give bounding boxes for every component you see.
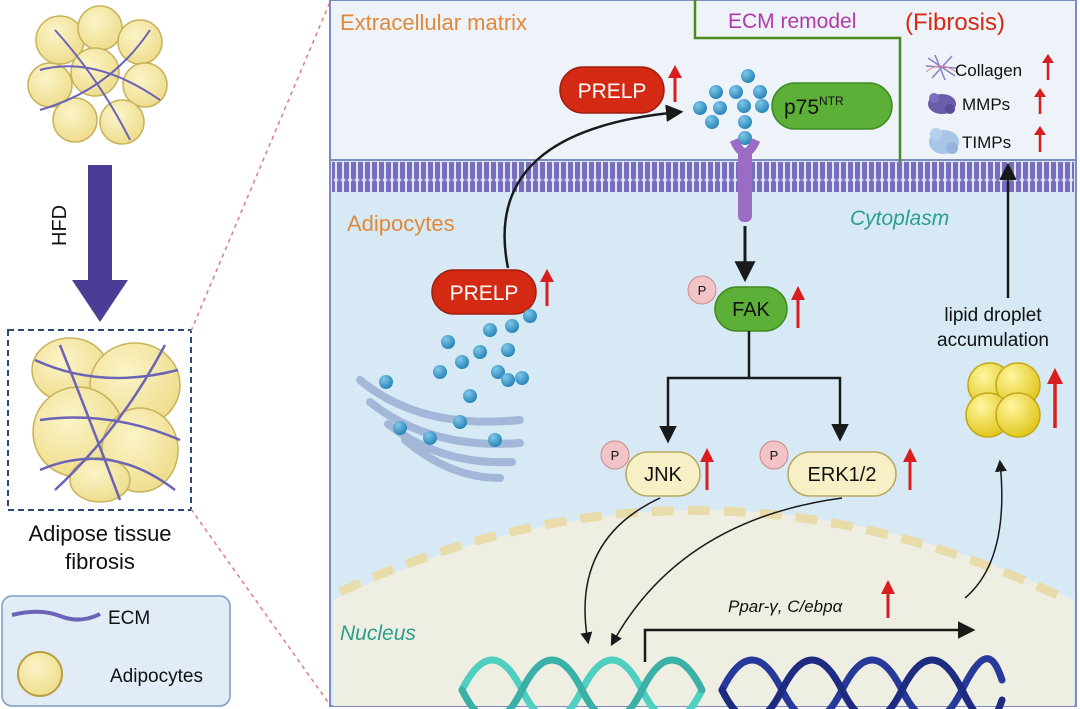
- p75ntr-label: p75NTR: [784, 94, 844, 119]
- fibrosis-label: (Fibrosis): [905, 9, 1005, 36]
- zoom-line-top: [190, 1, 331, 332]
- ecm-remodel-label: ECM remodel: [728, 10, 856, 33]
- timps-icon: [929, 128, 959, 154]
- erk-phospho-badge: [759, 440, 789, 470]
- nucleus-region: [333, 510, 1074, 706]
- secretion-arrow: [503, 104, 684, 269]
- hfd-arrow: [72, 165, 128, 322]
- fibrosis-title-line2: fibrosis: [65, 549, 135, 574]
- fibrosis-marker-list: Collagen MMPs TIMPs: [925, 54, 1054, 154]
- plasma-membrane: [332, 162, 1074, 192]
- nucleus-label: Nucleus: [340, 622, 416, 645]
- timps-label: TIMPs: [962, 133, 1011, 152]
- target-genes-label: Ppar-γ, C/ebpα: [728, 597, 844, 616]
- fibrotic-adipose-tissue-illustration: [31, 337, 181, 503]
- lipid-droplets-icon: [965, 362, 1041, 438]
- collagen-label: Collagen: [955, 61, 1022, 80]
- ecm-remodel-box: [693, 0, 902, 162]
- fibrotic-tissue-box: [7, 329, 192, 511]
- lipid-up-arrow-icon: [1047, 368, 1063, 428]
- jnk-phospho-badge: [600, 440, 630, 470]
- legend: ECM Adipocytes: [1, 595, 231, 707]
- healthy-adipose-tissue-illustration: [27, 5, 168, 145]
- fak-phospho-label: P: [698, 283, 707, 298]
- transcription-to-lipid-arrow: [964, 459, 1007, 599]
- mmps-icon: [928, 93, 956, 114]
- prelp-ligand-dots: [693, 69, 769, 145]
- fak-node: [714, 286, 788, 332]
- dna-helix-icon: [458, 655, 1006, 709]
- p75ntr-main-label: p75: [784, 96, 819, 119]
- timps-up-arrow-icon: [1034, 126, 1046, 152]
- erk-to-dna-arrow: [610, 497, 843, 647]
- intracellular-prelp-dots: [379, 309, 537, 447]
- prelp-secreted-node: [559, 66, 665, 114]
- jnk-label: JNK: [644, 464, 682, 486]
- jnk-phospho-label: P: [611, 448, 620, 463]
- legend-label-ecm: ECM: [108, 608, 150, 629]
- prelp-secreted-label: PRELP: [578, 80, 647, 103]
- prelp-intracellular-up-arrow-icon: [540, 269, 554, 306]
- erk-node: [787, 451, 897, 497]
- ecm-fiber-icon: [11, 609, 101, 622]
- zoom-line-bottom: [190, 508, 331, 706]
- p75ntr-transmembrane-receptor-icon: [729, 138, 761, 222]
- nuclear-envelope: [338, 506, 1070, 605]
- legend-label-adipocytes: Adipocytes: [110, 666, 203, 687]
- p75ntr-node: [771, 82, 893, 130]
- prelp-intracellular-node: [431, 269, 537, 315]
- fak-label: FAK: [732, 299, 770, 321]
- jnk-to-dna-arrow: [580, 497, 661, 645]
- jnk-node: [625, 451, 701, 497]
- adipocyte-cell-icon: [17, 651, 63, 697]
- genes-up-arrow-icon: [881, 580, 895, 618]
- lipid-label-line1: lipid droplet: [944, 305, 1042, 326]
- fibrosis-title-line1: Adipose tissue: [28, 521, 171, 546]
- erk-phospho-label: P: [770, 448, 779, 463]
- fak-up-arrow-icon: [791, 286, 805, 328]
- erk-label: ERK1/2: [808, 464, 877, 486]
- jnk-up-arrow-icon: [700, 448, 714, 490]
- hfd-label: HFD: [49, 205, 71, 246]
- p75ntr-superscript: NTR: [819, 94, 844, 108]
- transcription-arrow: [643, 621, 976, 662]
- extracellular-label: Extracellular matrix: [340, 10, 527, 35]
- fak-phospho-badge: [687, 275, 717, 305]
- erk-up-arrow-icon: [903, 448, 917, 490]
- prelp-intracellular-label: PRELP: [450, 282, 519, 305]
- prelp-secreted-up-arrow-icon: [668, 65, 682, 102]
- left-panel: HFD Adipose tissue fibrosis ECM Adipocyt…: [1, 1, 331, 707]
- main-panel: Extracellular matrix ECM remodel (Fibros…: [329, 0, 1077, 709]
- collagen-up-arrow-icon: [1042, 54, 1054, 80]
- mmps-up-arrow-icon: [1034, 88, 1046, 114]
- cytoplasm-label: Cytoplasm: [850, 207, 949, 230]
- adipocytes-label: Adipocytes: [347, 211, 455, 236]
- mmps-label: MMPs: [962, 95, 1010, 114]
- collagen-icon: [925, 54, 957, 81]
- lipid-label-line2: accumulation: [937, 330, 1049, 351]
- fak-branch-arrows: [659, 331, 849, 444]
